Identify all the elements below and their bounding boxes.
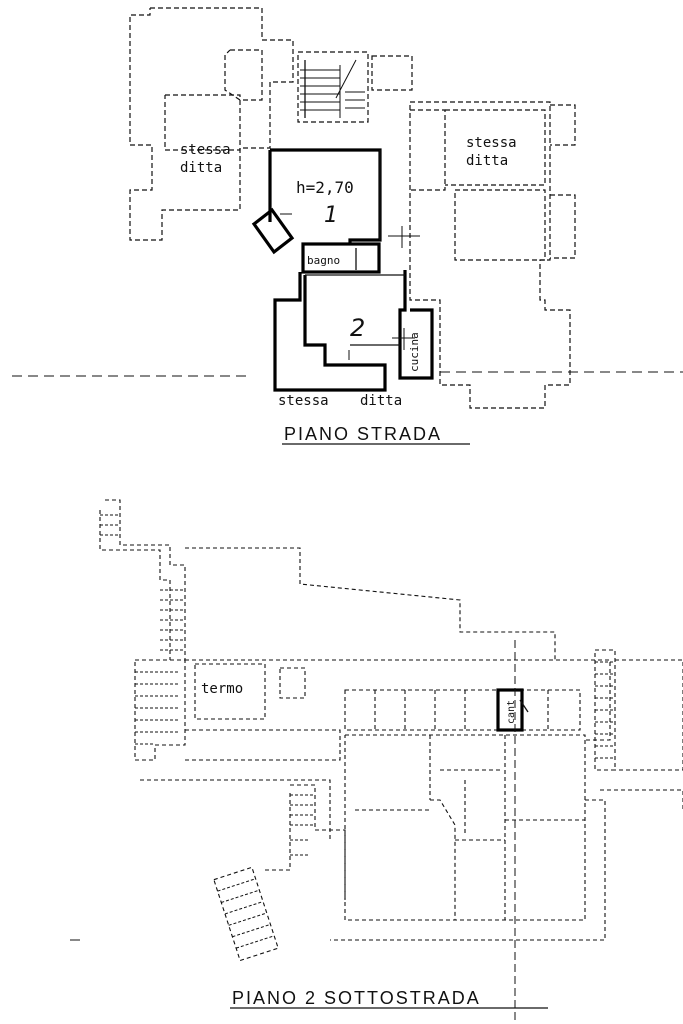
corridor-bottom-outline xyxy=(140,779,331,840)
corridor-lower-outline xyxy=(185,729,341,761)
apartment-outline xyxy=(251,148,434,392)
corridor-outline xyxy=(185,659,611,741)
label-ditta-right-2: ditta xyxy=(466,153,508,169)
cellar-property-outline xyxy=(496,688,524,732)
label-ditta-bottom: ditta xyxy=(360,393,402,409)
hatched-wall-left xyxy=(134,659,186,761)
label-ditta-left-2: ditta xyxy=(180,160,222,176)
cellar-row xyxy=(279,667,581,731)
room-number-2: 2 xyxy=(350,314,365,342)
plan-piano-strada: stessa ditta stessa ditta h=2,70 1 2 bag… xyxy=(12,7,683,445)
hatched-wall-upper xyxy=(99,499,186,660)
label-cucina: cucina xyxy=(408,332,421,372)
label-cant: cant xyxy=(506,700,517,724)
label-stessa-bottom: stessa xyxy=(278,393,329,409)
neighbour-left-outline xyxy=(129,7,294,241)
hatched-wall-lower-left xyxy=(213,784,346,962)
dimension-ticks xyxy=(12,213,683,377)
stair-block xyxy=(297,51,413,123)
hatched-wall-right xyxy=(594,649,683,810)
plan-piano-2-sottostrada: termo cant xyxy=(70,499,683,1024)
central-lower-block xyxy=(330,734,606,941)
upper-outline xyxy=(185,547,556,660)
plan-title-piano-strada: PIANO STRADA xyxy=(284,424,442,444)
room-termo-outline xyxy=(194,663,266,720)
ceiling-height-label: h=2,70 xyxy=(296,178,354,197)
label-stessa-right-1: stessa xyxy=(466,135,517,151)
label-stessa-left-1: stessa xyxy=(180,142,231,158)
room-number-1: 1 xyxy=(324,203,338,228)
neighbour-right-outline xyxy=(409,101,576,409)
label-termo: termo xyxy=(201,681,243,697)
label-bagno: bagno xyxy=(307,254,340,267)
plan-title-piano-2-sottostrada: PIANO 2 SOTTOSTRADA xyxy=(232,988,481,1008)
